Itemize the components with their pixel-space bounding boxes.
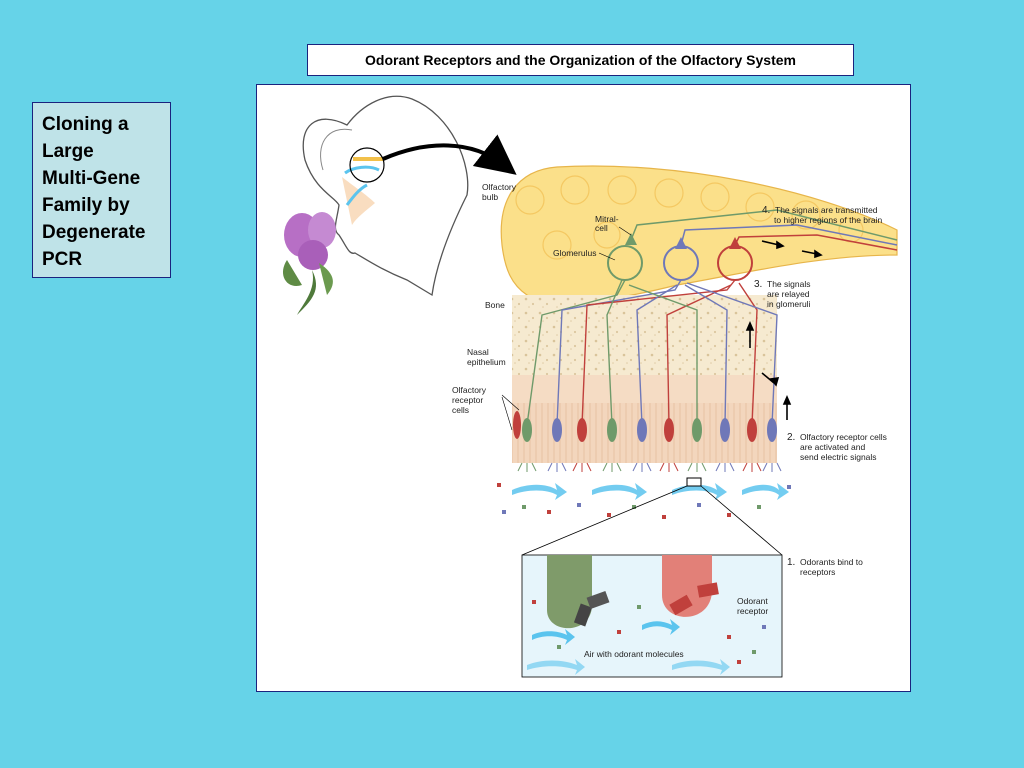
inset-receptor-detail xyxy=(521,554,783,678)
flower-illustration xyxy=(282,212,336,315)
epithelium-band xyxy=(512,375,777,403)
zoom-marker xyxy=(686,477,702,487)
step-3-number: 3. xyxy=(754,279,762,290)
signal-arrows xyxy=(745,240,823,420)
receptor-cells xyxy=(513,411,777,442)
mitral-cells xyxy=(625,209,898,251)
label-bone: Bone xyxy=(485,300,505,310)
step-4-number: 4. xyxy=(762,205,770,216)
slide-title: Odorant Receptors and the Organization o… xyxy=(307,44,854,76)
side-panel-line: Family by xyxy=(42,195,130,216)
odorant-molecules xyxy=(497,483,791,519)
side-panel-line: Large xyxy=(42,141,94,162)
cilia xyxy=(517,462,782,472)
label-glomerulus: Glomerulus xyxy=(553,248,596,258)
side-panel: Cloning a Large Multi-Gene Family by Deg… xyxy=(32,102,171,278)
label-mitral-cell: Mitral-cell xyxy=(595,214,619,233)
bone-layer xyxy=(512,295,777,380)
air-flow-arrows xyxy=(512,483,789,500)
step-1-number: 1. xyxy=(787,557,795,568)
olfactory-bulb xyxy=(500,165,898,303)
side-panel-line: Degenerate xyxy=(42,222,146,243)
side-panel-line: Multi-Gene xyxy=(42,168,141,189)
side-panel-line: PCR xyxy=(42,249,83,270)
side-panel-line: Cloning a xyxy=(42,114,129,135)
step-2-number: 2. xyxy=(787,432,795,443)
label-air-with-odorant: Air with odorant molecules xyxy=(584,649,684,659)
label-leader-lines xyxy=(501,226,632,431)
receptor-axons xyxy=(526,279,778,426)
head-illustration xyxy=(302,95,517,297)
